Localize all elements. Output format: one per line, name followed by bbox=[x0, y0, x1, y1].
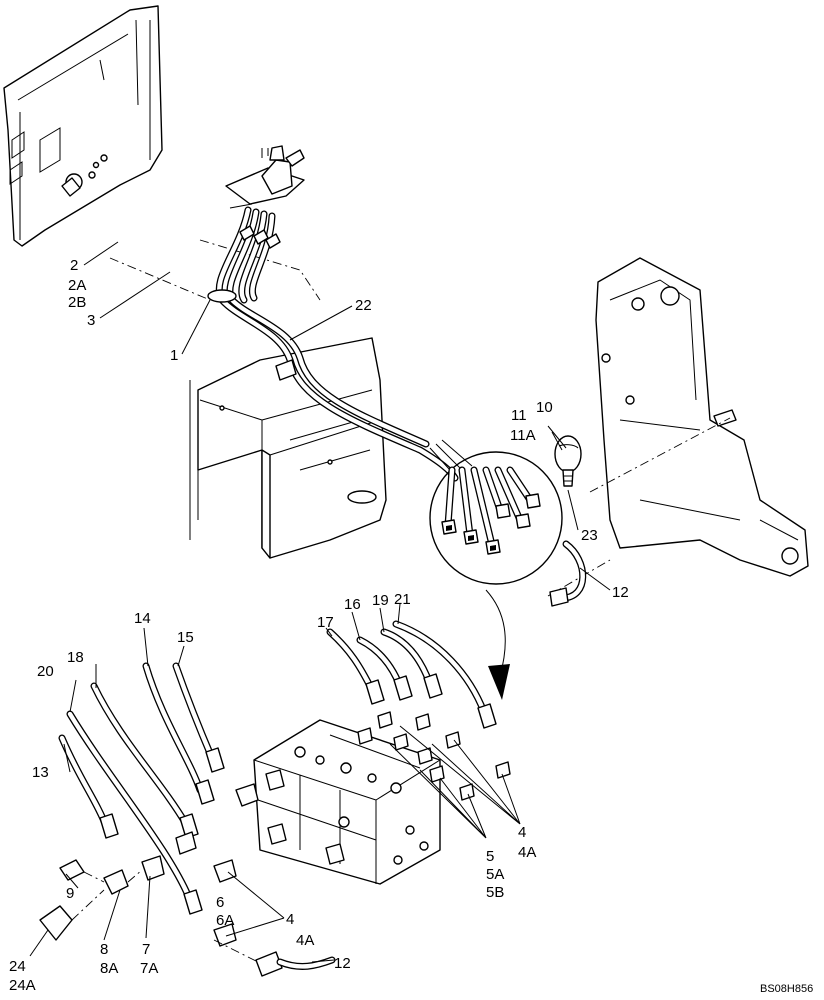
callout-19: 19 bbox=[372, 592, 389, 609]
loader-tower bbox=[547, 257, 809, 597]
callout-18: 18 bbox=[67, 649, 84, 666]
callout-4-top: 4 bbox=[518, 824, 526, 841]
leader-lines bbox=[29, 241, 611, 963]
callout-labels: 1 2 2A 2B 3 22 10 11 11A 23 12 14 15 16 … bbox=[9, 257, 813, 995]
lower-fittings bbox=[39, 783, 259, 947]
callout-2b: 2B bbox=[68, 294, 86, 311]
callout-8: 8 bbox=[100, 941, 108, 958]
valve-fittings bbox=[357, 711, 511, 801]
callout-2a: 2A bbox=[68, 277, 86, 294]
detail-arrow bbox=[485, 589, 510, 700]
callout-24: 24 bbox=[9, 958, 26, 975]
callout-21: 21 bbox=[394, 591, 411, 608]
callout-10: 10 bbox=[536, 399, 553, 416]
pilot-control-valve bbox=[225, 145, 305, 209]
callout-5: 5 bbox=[486, 848, 494, 865]
callout-13: 13 bbox=[32, 764, 49, 781]
callout-23: 23 bbox=[581, 527, 598, 544]
callout-11: 11 bbox=[511, 407, 527, 424]
callout-14: 14 bbox=[134, 610, 151, 627]
main-control-valve bbox=[253, 719, 441, 885]
callout-16: 16 bbox=[344, 596, 361, 613]
callout-12-upper: 12 bbox=[612, 584, 629, 601]
callout-22: 22 bbox=[355, 297, 372, 314]
drawing-code: BS08H856 bbox=[760, 983, 813, 995]
callout-6: 6 bbox=[216, 894, 224, 911]
callout-24a: 24A bbox=[9, 977, 36, 994]
detail-circle bbox=[429, 451, 563, 585]
callout-20: 20 bbox=[37, 663, 54, 680]
seat-frame bbox=[109, 239, 387, 559]
callout-5a: 5A bbox=[486, 866, 504, 883]
callout-7a: 7A bbox=[140, 960, 158, 977]
callout-1: 1 bbox=[170, 347, 178, 364]
callout-2: 2 bbox=[70, 257, 78, 274]
cab-panel bbox=[3, 5, 163, 247]
callout-4a-bottom: 4A bbox=[296, 932, 314, 949]
callout-8a: 8A bbox=[100, 960, 118, 977]
pilot-hose-bundle bbox=[207, 206, 473, 482]
callout-7: 7 bbox=[142, 941, 150, 958]
callout-17: 17 bbox=[317, 614, 334, 631]
callout-5b: 5B bbox=[486, 884, 504, 901]
hose-12-lower bbox=[213, 939, 336, 977]
callout-12-lower: 12 bbox=[334, 955, 351, 972]
accumulator bbox=[554, 435, 582, 487]
callout-3: 3 bbox=[87, 312, 95, 329]
callout-15: 15 bbox=[177, 629, 194, 646]
valve-hoses bbox=[58, 620, 497, 915]
callout-4a-top: 4A bbox=[518, 844, 536, 861]
callout-6a: 6A bbox=[216, 912, 234, 929]
callout-11a: 11A bbox=[510, 427, 536, 444]
callout-9: 9 bbox=[66, 885, 74, 902]
callout-4-bottom: 4 bbox=[286, 911, 294, 928]
hose-12-upper bbox=[549, 540, 587, 607]
